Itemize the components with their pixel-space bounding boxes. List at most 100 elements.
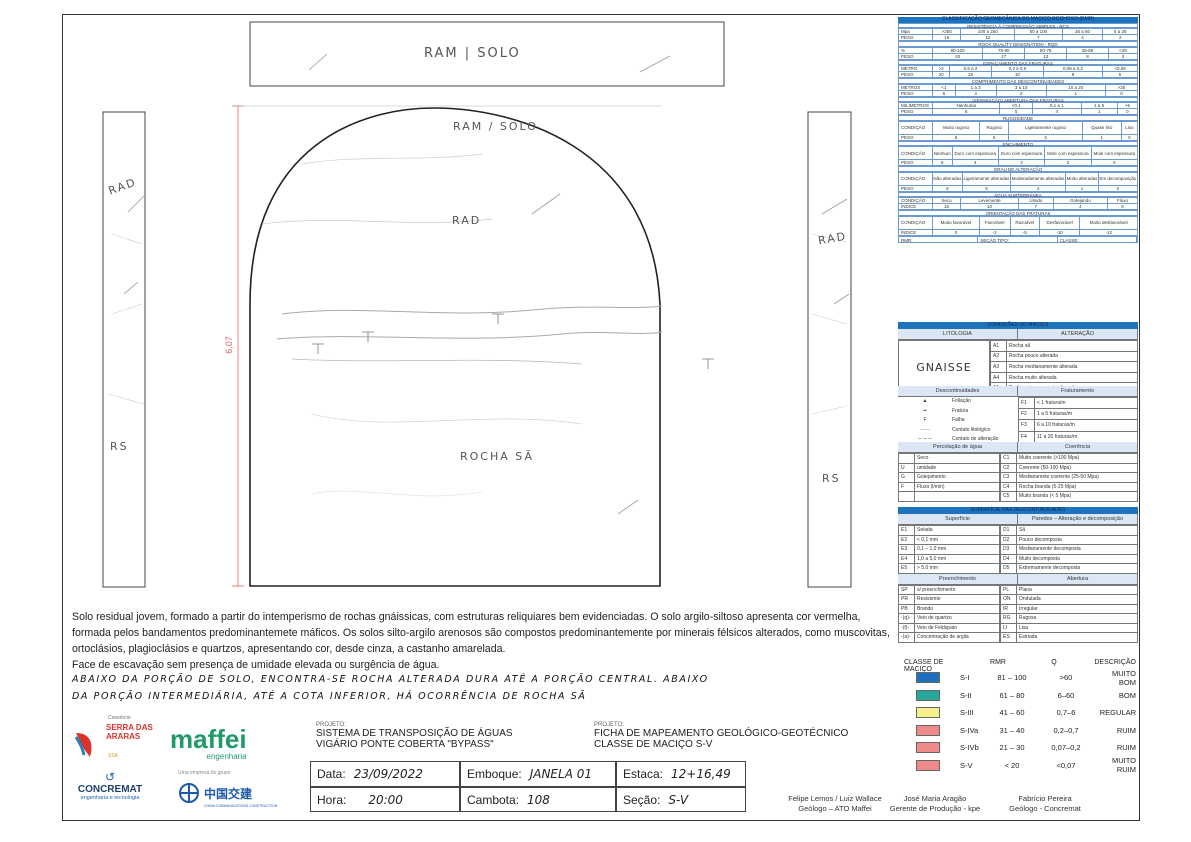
class-q: 0,07–0,2 — [1051, 743, 1081, 753]
classes-header-class: CLASSE DE MACIÇO — [904, 659, 944, 673]
rmr-cell: 6 — [932, 89, 956, 97]
paredes-cell: Extremamente decomposta — [1016, 563, 1138, 574]
abertura-cell: Estriada — [1016, 632, 1138, 643]
superficie-cell: E4 — [898, 553, 915, 564]
preenchimento-cell: PR — [898, 594, 915, 605]
percolacao-cell: F — [898, 481, 915, 492]
secao-label: Seção: — [623, 792, 661, 807]
superficie-cell: E2 — [898, 534, 915, 545]
rmr-cell: Desfavorável — [1038, 215, 1081, 230]
logo-maffei: maffei engenharia — [170, 726, 247, 761]
rmr-section-header: GRAU DE ALTERAÇÃO — [898, 166, 1138, 172]
signature-role: Geólogo – ATO Maffei — [798, 804, 872, 813]
percolacao-cell: Gotejamento — [914, 472, 1000, 483]
classes-header-rmr: RMR — [990, 659, 1006, 666]
rmr-cell: 2 — [995, 89, 1047, 97]
rmr-section-header: COMPRIMENTO DAS DESCONTINUIDADES — [898, 78, 1138, 84]
alteracao-cell: A2 — [990, 350, 1007, 363]
superficies-section: SUPERFÍCIE DAS DESCONTINUIDADES Superfíc… — [898, 507, 1138, 643]
paredes-cell: Sã — [1016, 525, 1138, 536]
abertura-cell: Rugosa — [1016, 613, 1138, 624]
abertura-cell: PL — [1000, 584, 1017, 595]
secao-field[interactable]: Seção:S-V — [616, 787, 746, 812]
rmr-cell: PESO — [898, 89, 933, 97]
preenchimento-cell: Brando — [914, 603, 1000, 614]
rmr-cell: 1 — [1081, 133, 1122, 141]
rmr-cell: Mole com espessura — [1090, 146, 1139, 160]
preenchimento-cell: PB — [898, 603, 915, 614]
rmr-cell: 6 — [1107, 203, 1138, 210]
hora-field[interactable]: Hora:20:00 — [310, 787, 460, 812]
rmr-cell: 7 — [1014, 34, 1063, 41]
rmr-cell: 3 — [1008, 133, 1083, 141]
handwritten-note-2: DA PORÇÃO INTERMEDIÁRIA, ATÉ A COTA INFE… — [72, 691, 587, 702]
cambota-field[interactable]: Cambota:108 — [460, 787, 616, 812]
data-value: 23/09/2022 — [353, 767, 423, 781]
rmr-cell: Razoável — [1009, 215, 1040, 230]
rmr-cell: Liso — [1120, 120, 1139, 135]
descontinuidade-label: Contato litológico — [952, 426, 991, 433]
projeto-2-label: PROJETO: — [594, 722, 624, 728]
alteracao-cell: Rocha muito alterada — [1006, 371, 1138, 384]
fraturamento-cell: F2 — [1018, 408, 1035, 421]
class-desc: MUITO BOM — [1111, 668, 1136, 687]
class-name: S-I — [960, 673, 970, 683]
estaca-field[interactable]: Estaca:12+16,49 — [616, 761, 746, 787]
rmr-cell: MILÍMETROS — [898, 102, 933, 109]
rmr-cell: CONDIÇÃO — [898, 171, 933, 186]
emboque-label: Emboque: — [467, 767, 522, 781]
projeto-2: PROJETO: FICHA DE MAPEAMENTO GEOLÓGICO-G… — [594, 722, 848, 750]
maffei-title: maffei — [170, 724, 247, 754]
rmr-cell: 4 — [951, 159, 999, 166]
superficie-row: E5> 5,0 mm — [898, 563, 1000, 574]
preenchimento-cell: s/ preenchimento — [914, 584, 1000, 595]
coerencia-cell: Rocha branda (5-25 Mpa) — [1016, 481, 1138, 492]
rmr-cell: 5 — [961, 184, 1012, 192]
preenchimento-cell: -(q)- — [898, 613, 915, 624]
emboque-field[interactable]: Emboque:JANELA 01 — [460, 761, 616, 787]
coerencia-cell: Muito coerente (>100 Mpa) — [1016, 453, 1138, 464]
percolacao-cell: U — [898, 462, 915, 473]
description-paragraph: Solo residual jovem, formado a partir do… — [72, 611, 890, 655]
coerencia-cell: C4 — [1000, 481, 1017, 492]
logo-crcc: Uma empresa do grupo 中国交建 CHINA COMMUNIC… — [178, 770, 284, 808]
preenchimento-row: -(a)-Concentração de argila — [898, 632, 1000, 643]
abertura-cell: IR — [1000, 603, 1017, 614]
fraturamento-cell: 1 a 5 fraturas/m — [1034, 408, 1138, 421]
projeto-1-label: PROJETO: — [316, 722, 346, 728]
rmr-cell: 5 — [999, 108, 1033, 115]
data-field[interactable]: Data: 23/09/2022 — [310, 761, 460, 787]
rmr-cell: 4 — [1031, 108, 1082, 115]
rmr-cell: 0 — [1120, 133, 1139, 141]
classe-field: CLASSE: — [1058, 236, 1137, 243]
rmr-cell: PESO — [898, 184, 933, 192]
percolacao-row — [898, 491, 1000, 502]
descontinuidade-label: Fratura — [952, 407, 969, 414]
data-label: Data: — [317, 767, 346, 781]
percolacao-cell: umidade — [914, 462, 1000, 473]
logo-serra-das-araras: Consórcio SERRA DAS ARARAS SSA — [70, 715, 160, 765]
superficie-cell: 1,0 a 5,0 mm — [914, 553, 1000, 564]
class-q: 0,2–0,7 — [1053, 725, 1079, 735]
label-ram-solo-arch: RAM / SOLO — [453, 120, 538, 133]
descontinuidades-heading: Descontinuidades — [898, 386, 1018, 396]
preenchimento-cell: -(f)- — [898, 622, 915, 633]
rmr-cell: PESO — [898, 52, 933, 60]
